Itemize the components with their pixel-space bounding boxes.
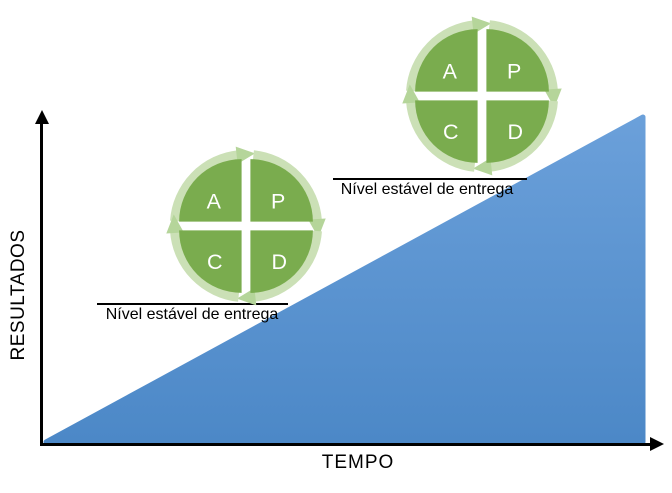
pdca-cycle-icon: A P C D [402,16,562,176]
pdca-cycle-icon: A P C D [166,146,326,306]
arrow-arc-bottom [472,100,558,176]
pdca-quadrants [415,29,549,163]
slope-shape [43,114,646,445]
pdca-wheel-upper: A P C D [399,13,565,179]
arrow-arc-left [166,214,240,302]
quadrant-check [179,230,242,293]
x-axis [40,443,652,446]
quadrant-act [179,159,242,222]
quadrant-do [250,230,313,293]
y-axis-label: RESULTADOS [8,229,29,361]
stable-level-label-upper: Nível estável de entrega [340,181,514,198]
x-axis-label: TEMPO [321,452,395,473]
quadrant-plan [250,159,313,222]
letter-plan: P [271,190,285,214]
stable-level-label-lower: Nível estável de entrega [105,306,279,323]
y-axis [40,124,43,444]
letter-check: C [207,250,223,274]
y-axis-arrow-icon [35,110,49,124]
stable-level-line-upper [333,178,527,180]
growth-slope-triangle [43,114,646,445]
pdca-quadrants [179,159,313,293]
letter-plan: P [507,60,521,84]
cycle-arrow-ring [402,16,562,176]
quadrant-do [486,100,549,163]
letter-act: A [207,190,222,214]
quadrant-check [415,100,478,163]
cycle-arrow-ring [166,146,326,306]
letter-do: D [507,120,523,144]
pdca-wheel-lower: A P C D [163,143,329,309]
letter-check: C [443,120,459,144]
stable-level-line-lower [97,303,288,305]
x-axis-arrow-icon [650,437,664,451]
arrow-arc-top [406,16,492,92]
arrow-arc-left [402,84,476,172]
arrow-arc-top [170,146,256,222]
arrow-arc-right [488,20,562,108]
letter-do: D [271,250,287,274]
quadrant-plan [486,29,549,92]
arrow-arc-bottom [236,230,322,306]
letter-act: A [443,60,458,84]
quadrant-act [415,29,478,92]
arrow-arc-right [252,150,326,238]
